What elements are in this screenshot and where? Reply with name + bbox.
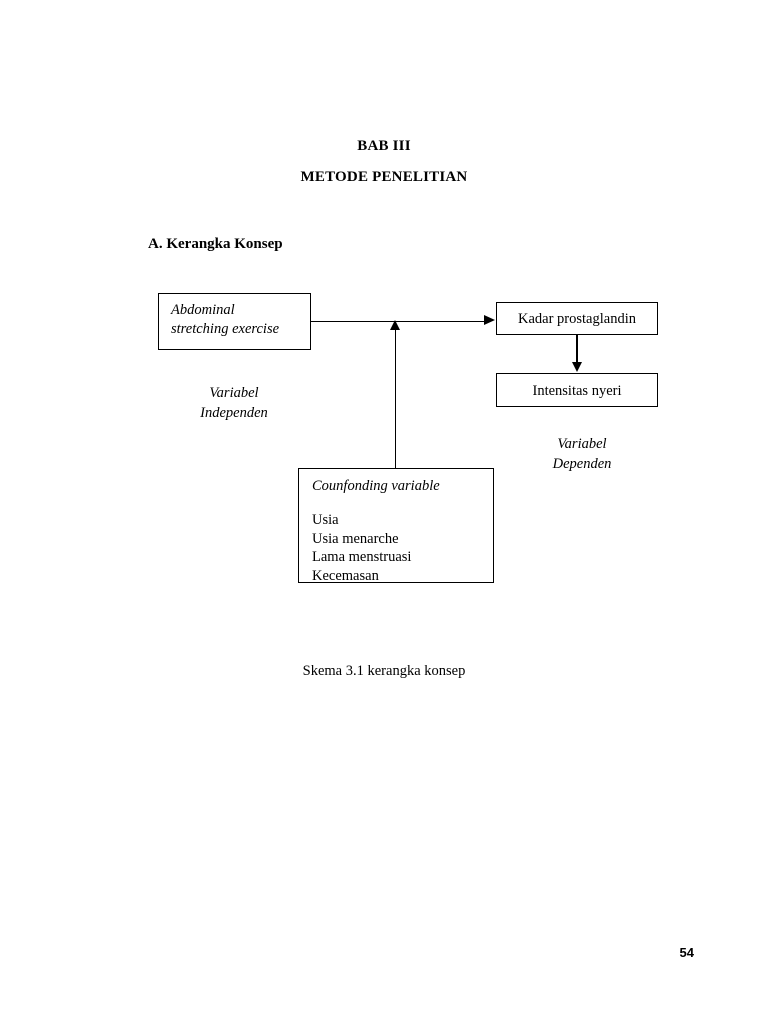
arrowhead-up-icon: [389, 320, 400, 330]
section-heading: A. Kerangka Konsep: [148, 236, 283, 252]
node-intensitas-nyeri-label: Intensitas nyeri: [532, 383, 622, 399]
confounding-item-lama-menstruasi: Lama menstruasi: [312, 549, 412, 566]
annotation-variabel-dependen: Variabel Dependen: [552, 436, 612, 472]
chapter-title: METODE PENELITIAN: [300, 169, 468, 185]
confounding-item-usia-menarche: Usia menarche: [312, 530, 399, 547]
confounding-item-kecemasan: Kecemasan: [312, 567, 379, 584]
node-kadar-prostaglandin: Kadar prostaglandin: [496, 302, 658, 335]
annotation-variabel-independen: Variabel Independen: [200, 385, 268, 421]
node-abdominal-stretching-exercise: Abdominal stretching exercise: [158, 293, 311, 350]
node-intensitas-nyeri: Intensitas nyeri: [496, 373, 658, 407]
connector-prostaglandin-to-pain: [576, 335, 578, 365]
arrowhead-down-icon: [571, 362, 582, 372]
figure-caption: Skema 3.1 kerangka konsep: [302, 663, 466, 679]
node-abdominal-stretching-exercise-label: Abdominal stretching exercise: [171, 302, 280, 338]
chapter-label: BAB III: [357, 138, 411, 154]
connector-confounding-to-main-path: [394, 322, 397, 468]
confounding-item-usia: Usia: [312, 512, 339, 529]
node-confounding-variable: Counfonding variable Usia Usia menarche …: [298, 468, 494, 584]
page-number: 54: [679, 945, 694, 960]
node-kadar-prostaglandin-label: Kadar prostaglandin: [518, 311, 636, 327]
confounding-title: Counfonding variable: [312, 478, 440, 494]
arrowhead-right-icon: [484, 315, 495, 325]
